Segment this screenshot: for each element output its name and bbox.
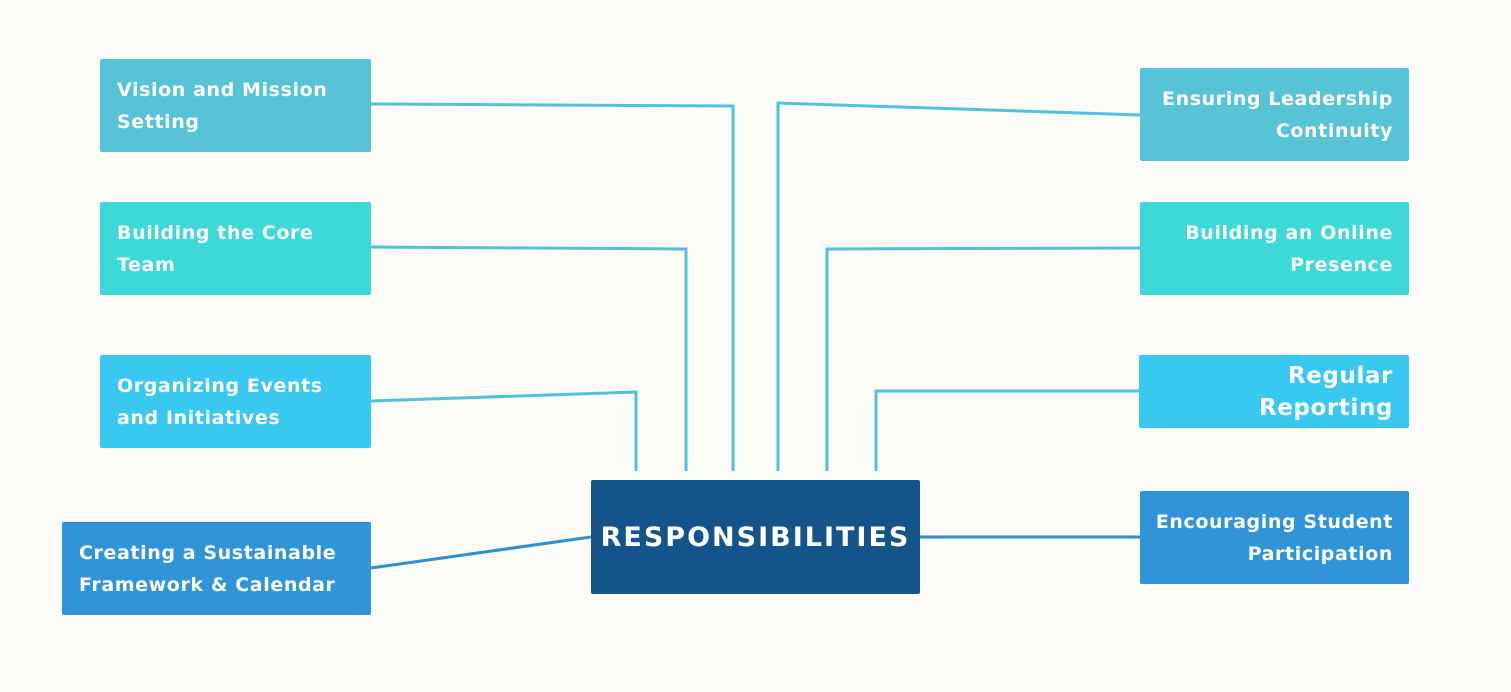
node-label: Regular Reporting xyxy=(1258,362,1393,421)
node-online-presence: Building an Online Presence xyxy=(1140,202,1409,295)
node-label: Organizing Events and Initiatives xyxy=(117,374,323,429)
node-vision-mission: Vision and Mission Setting xyxy=(100,59,371,152)
node-label: Building the Core Team xyxy=(117,221,314,276)
node-label: Creating a Sustainable Framework & Calen… xyxy=(79,541,337,596)
center-node: RESPONSIBILITIES xyxy=(591,480,920,594)
connector-core-team xyxy=(370,245,688,471)
connector-online-presence xyxy=(825,246,1141,471)
connector-vision-mission xyxy=(370,102,735,471)
node-label: Building an Online Presence xyxy=(1185,221,1393,276)
center-label: RESPONSIBILITIES xyxy=(600,521,911,553)
node-label: Ensuring Leadership Continuity xyxy=(1162,87,1393,142)
connector-regular-reporting xyxy=(874,389,1140,471)
node-core-team: Building the Core Team xyxy=(100,202,371,295)
node-events-initiatives: Organizing Events and Initiatives xyxy=(100,355,371,448)
node-label: Encouraging Student Participation xyxy=(1155,510,1393,565)
node-framework-calendar: Creating a Sustainable Framework & Calen… xyxy=(62,522,371,615)
connector-leadership-continuity xyxy=(776,101,1141,471)
node-regular-reporting: Regular Reporting xyxy=(1139,355,1409,428)
node-label: Vision and Mission Setting xyxy=(117,78,328,133)
connector-events-initiatives xyxy=(370,390,638,471)
node-leadership-continuity: Ensuring Leadership Continuity xyxy=(1140,68,1409,161)
node-student-participation: Encouraging Student Participation xyxy=(1140,491,1409,584)
connector-framework-calendar xyxy=(370,535,592,570)
